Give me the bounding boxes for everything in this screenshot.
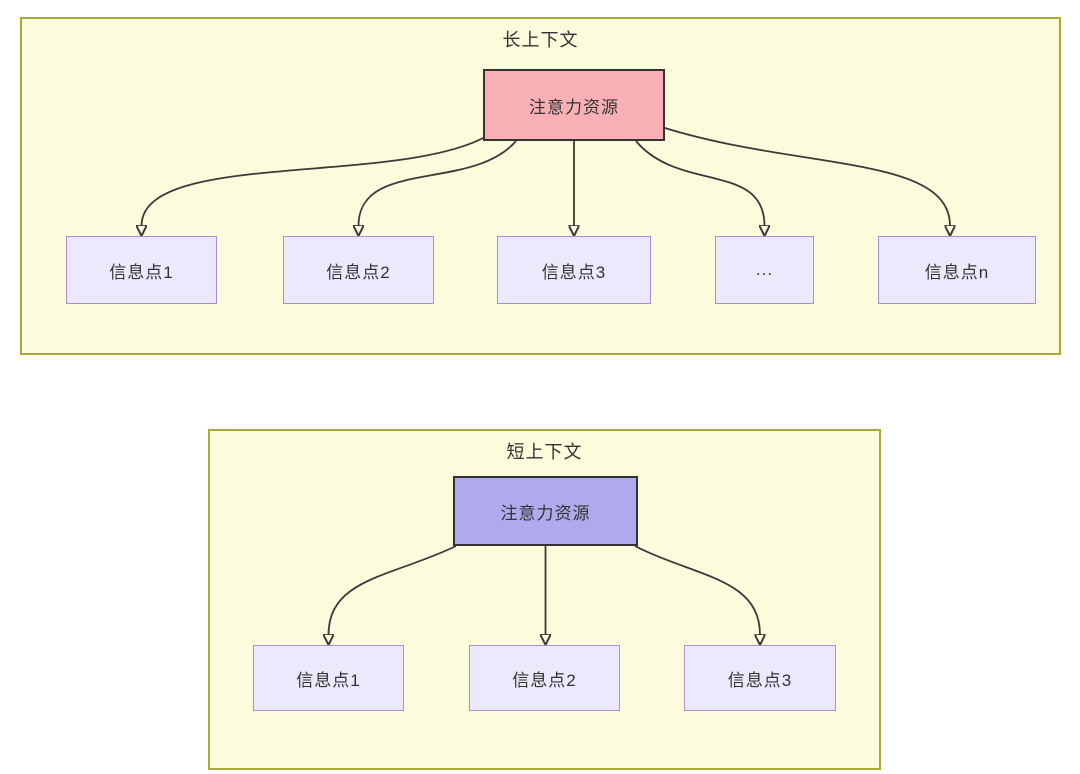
info-point-label: 信息点3: [541, 262, 607, 282]
info-point-box-short-3: 信息点3: [684, 645, 836, 711]
info-point-label: 信息点2: [512, 670, 577, 690]
info-point-box-short-2: 信息点2: [469, 645, 620, 711]
info-point-label: 信息点2: [326, 262, 391, 282]
info-point-box-long-ellipsis: ...: [715, 236, 814, 304]
attention-resource-label-short: 注意力资源: [500, 503, 591, 523]
attention-resource-box-long: 注意力资源: [483, 69, 665, 141]
long-context-container: 长上下文: [20, 17, 1061, 355]
short-context-title: 短上下文: [506, 442, 583, 462]
info-point-box-long-n: 信息点n: [878, 236, 1036, 304]
attention-resource-box-short: 注意力资源: [453, 476, 638, 546]
info-point-label: 信息点3: [727, 670, 793, 690]
info-point-label: ...: [755, 260, 774, 279]
attention-resource-label-long: 注意力资源: [529, 97, 619, 117]
long-context-title: 长上下文: [502, 30, 579, 50]
info-point-label: 信息点1: [109, 262, 174, 282]
info-point-label: 信息点1: [296, 670, 361, 690]
info-point-box-long-3: 信息点3: [497, 236, 651, 304]
info-point-box-short-1: 信息点1: [253, 645, 404, 711]
info-point-label: 信息点n: [924, 262, 990, 282]
info-point-box-long-1: 信息点1: [66, 236, 217, 304]
info-point-box-long-2: 信息点2: [283, 236, 434, 304]
